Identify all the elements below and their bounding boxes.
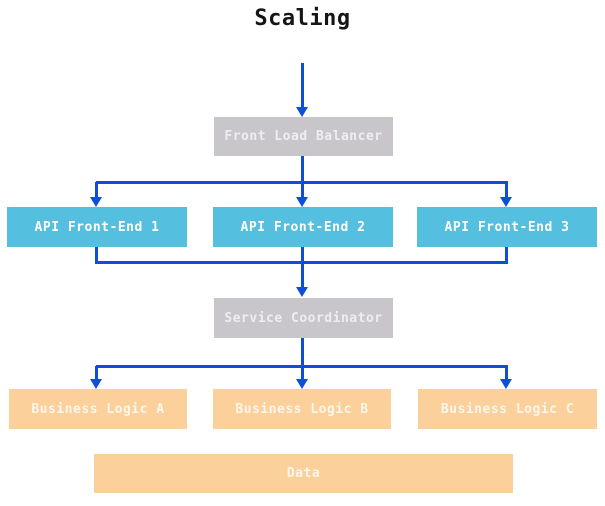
node-label: API Front-End 2 [240, 219, 366, 235]
edge-lb-stem-line [301, 156, 304, 184]
edge-api2-to-sc-line [301, 247, 304, 287]
node-label: Business Logic C [440, 401, 575, 417]
arrowhead-down-icon [90, 197, 102, 207]
node-label: API Front-End 1 [34, 219, 160, 235]
arrowhead-down-icon [500, 379, 512, 389]
arrowhead-down-icon [296, 107, 308, 117]
edge-start-to-lb-line [301, 63, 304, 108]
node-label: Front Load Balancer [224, 129, 383, 144]
edge-sc-to-blb-line [301, 366, 304, 379]
node-label: Business Logic B [235, 401, 369, 417]
arrowhead-down-icon [296, 197, 308, 207]
node-front-load-balancer: Front Load Balancer [214, 117, 393, 156]
diagram-title: Scaling [254, 6, 351, 31]
edge-lb-to-api3-line [505, 182, 508, 198]
node-label: API Front-End 3 [444, 219, 570, 235]
node-data: Data [94, 454, 513, 493]
edge-api1-to-sc-line [95, 247, 98, 264]
edge-api3-to-sc-line [505, 247, 508, 264]
node-label: Data [286, 466, 321, 481]
arrowhead-down-icon [500, 197, 512, 207]
arrowhead-down-icon [296, 379, 308, 389]
node-business-logic-c: Business Logic C [418, 389, 597, 429]
node-label: Service Coordinator [224, 310, 383, 326]
node-api-front-end-2: API Front-End 2 [213, 207, 393, 247]
arrowhead-down-icon [90, 379, 102, 389]
arrowhead-down-icon [296, 287, 308, 297]
edge-lb-to-api1-line [95, 182, 98, 198]
node-business-logic-b: Business Logic B [213, 389, 391, 429]
node-api-front-end-1: API Front-End 1 [7, 207, 187, 247]
edge-lb-to-api2-line [301, 182, 304, 198]
edge-sc-to-blc-line [505, 366, 508, 379]
node-business-logic-a: Business Logic A [9, 389, 187, 429]
edge-sc-stem-line [301, 338, 304, 368]
node-label: Business Logic A [31, 401, 165, 417]
node-service-coordinator: Service Coordinator [214, 298, 393, 338]
node-api-front-end-3: API Front-End 3 [417, 207, 597, 247]
edge-sc-to-bla-line [95, 366, 98, 379]
